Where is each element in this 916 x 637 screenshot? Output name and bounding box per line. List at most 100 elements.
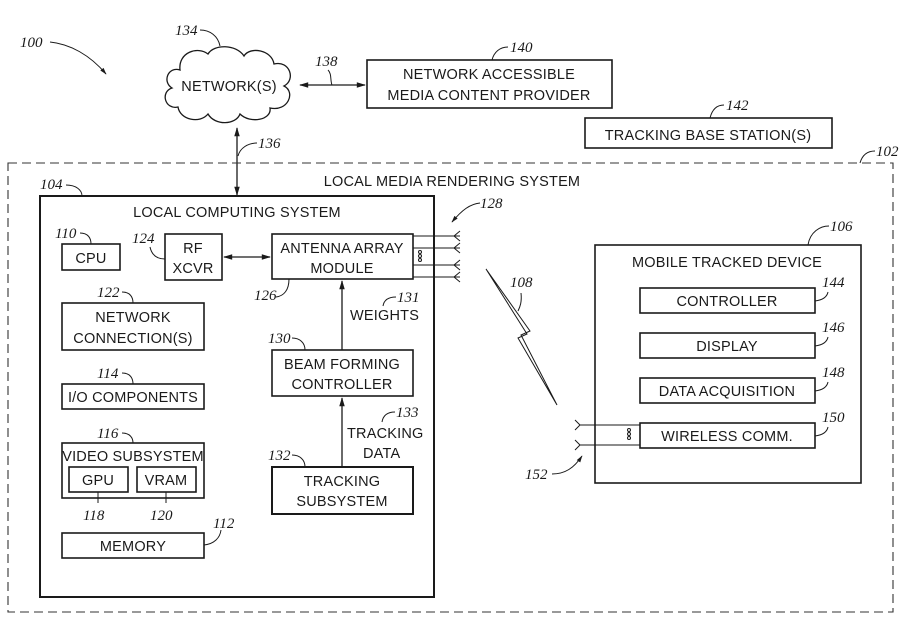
ref-108: 108 xyxy=(510,275,533,291)
media-content-provider-line2: MEDIA CONTENT PROVIDER xyxy=(387,88,590,104)
ref-134-leader xyxy=(199,29,221,47)
beam-forming-controller-line2: CONTROLLER xyxy=(291,377,392,393)
tracking-data-line1: TRACKING xyxy=(347,426,424,442)
ref-102: 102 xyxy=(876,144,899,160)
ref-110: 110 xyxy=(55,226,77,242)
ref-148-leader xyxy=(814,381,829,392)
tracking-subsystem-line2: SUBSYSTEM xyxy=(296,494,387,510)
ref-131-leader xyxy=(382,296,397,307)
local-computing-system-box xyxy=(39,195,435,598)
beam-forming-controller-line1: BEAM FORMING xyxy=(284,357,400,373)
ref-102-leader xyxy=(859,150,876,164)
rf-xcvr-box xyxy=(164,233,223,281)
wireless-comm-label: WIRELESS COMM. xyxy=(661,429,793,445)
ref-120: 120 xyxy=(150,508,173,524)
media-content-provider-line1: NETWORK ACCESSIBLE xyxy=(403,67,575,83)
mobile-tracked-device-box xyxy=(594,244,862,484)
ref-130: 130 xyxy=(268,331,291,347)
memory-box xyxy=(61,532,205,559)
display-label: DISPLAY xyxy=(696,339,758,355)
ref-140: 140 xyxy=(510,40,533,56)
network-connections-line1: NETWORK xyxy=(95,310,171,326)
ref-122: 122 xyxy=(97,285,120,301)
network-cloud: NETWORK(S) xyxy=(164,46,291,124)
tracking-base-station-box xyxy=(584,117,833,149)
ref-114-leader xyxy=(121,372,134,385)
ref-146: 146 xyxy=(822,320,845,336)
ref-131: 131 xyxy=(397,290,420,306)
gpu-label: GPU xyxy=(82,473,114,489)
ref-132: 132 xyxy=(268,448,291,464)
ref-128: 128 xyxy=(480,196,503,212)
ref-100-arrow xyxy=(49,41,107,75)
ref-133: 133 xyxy=(396,405,419,421)
tracking-subsystem-box xyxy=(271,466,414,515)
ref-144-leader xyxy=(814,291,829,302)
ref-106: 106 xyxy=(830,219,853,235)
ref-142-leader xyxy=(709,104,725,119)
ref-118: 118 xyxy=(83,508,105,524)
local-computing-system-label: LOCAL COMPUTING SYSTEM xyxy=(133,205,341,221)
ref-112: 112 xyxy=(213,516,235,532)
local-media-rendering-system-boundary xyxy=(7,162,894,613)
device-antenna xyxy=(574,419,640,451)
ref-128-arrow xyxy=(451,202,481,223)
ref-144: 144 xyxy=(822,275,845,291)
ref-124-leader xyxy=(149,246,166,260)
tracking-data-line2: DATA xyxy=(363,446,400,462)
ref-104: 104 xyxy=(40,177,63,193)
ref-132-leader xyxy=(291,454,306,468)
ref-150-leader xyxy=(814,426,829,437)
ref-114: 114 xyxy=(97,366,119,382)
ref-116: 116 xyxy=(97,426,119,442)
ref-130-leader xyxy=(291,337,306,351)
ref-142: 142 xyxy=(726,98,749,114)
ref-152-arrow xyxy=(551,455,583,475)
mobile-tracked-device-label: MOBILE TRACKED DEVICE xyxy=(632,255,822,271)
beam-forming-controller-box xyxy=(271,349,414,397)
ref-106-leader xyxy=(807,225,830,246)
ref-100: 100 xyxy=(20,35,43,51)
weights-label: WEIGHTS xyxy=(350,308,419,324)
network-label: NETWORK(S) xyxy=(181,79,276,95)
ref-150: 150 xyxy=(822,410,845,426)
ref-116-leader xyxy=(121,432,134,444)
antenna-array-module-line2: MODULE xyxy=(310,261,373,277)
ref-140-leader xyxy=(491,46,509,61)
local-media-rendering-system-label: LOCAL MEDIA RENDERING SYSTEM xyxy=(324,174,580,190)
ref-138: 138 xyxy=(315,54,338,70)
ref-136: 136 xyxy=(258,136,281,152)
tracking-subsystem-line1: TRACKING xyxy=(304,474,381,490)
antenna-array-module-box xyxy=(271,233,414,280)
ref-126: 126 xyxy=(254,288,277,304)
ref-133-leader xyxy=(381,411,396,423)
antenna-array-module-line1: ANTENNA ARRAY xyxy=(280,241,403,257)
ref-124: 124 xyxy=(132,231,155,247)
ref-110-leader xyxy=(79,232,92,245)
ref-126-leader xyxy=(275,278,290,298)
rf-xcvr-line1: RF xyxy=(183,241,203,257)
ref-112-leader xyxy=(203,529,222,546)
rf-xcvr-line2: XCVR xyxy=(172,261,213,277)
video-subsystem-label: VIDEO SUBSYSTEM xyxy=(62,449,204,465)
tracking-base-station-label: TRACKING BASE STATION(S) xyxy=(605,128,811,144)
ref-146-leader xyxy=(814,336,829,347)
memory-label: MEMORY xyxy=(100,539,166,555)
ref-108-leader xyxy=(517,292,522,312)
ref-122-leader xyxy=(121,291,134,304)
network-connections-line2: CONNECTION(S) xyxy=(73,331,192,347)
wireless-link-bolt xyxy=(485,268,558,406)
data-acquisition-label: DATA ACQUISITION xyxy=(659,384,795,400)
media-content-provider-box xyxy=(366,59,613,109)
antenna-array xyxy=(413,230,461,283)
ref-152: 152 xyxy=(525,467,548,483)
controller-label: CONTROLLER xyxy=(676,294,777,310)
ref-138-leader xyxy=(327,69,333,86)
ref-136-leader xyxy=(237,142,258,157)
ref-148: 148 xyxy=(822,365,845,381)
io-components-label: I/O COMPONENTS xyxy=(68,390,198,406)
vram-label: VRAM xyxy=(145,473,188,489)
ref-104-leader xyxy=(65,184,83,197)
